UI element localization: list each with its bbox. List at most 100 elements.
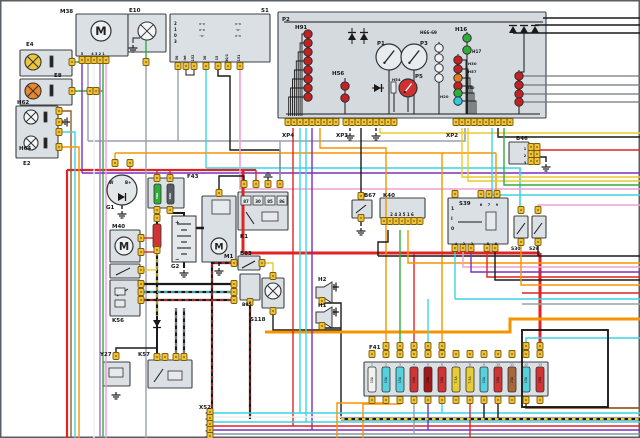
component-label: 1 <box>524 147 527 151</box>
component-label: 30/1 <box>225 54 229 62</box>
connector-pin-dot <box>345 121 347 123</box>
component-label: K1 <box>240 234 248 240</box>
component-label: K56 <box>112 318 124 324</box>
connector-pin-dot <box>536 153 538 155</box>
connector-pin-dot <box>385 353 387 355</box>
connector-pin-dot <box>239 65 241 67</box>
connector-pin-dot <box>371 399 373 401</box>
connector-pin-dot <box>485 121 487 123</box>
connector-pin-dot <box>140 251 142 253</box>
wire <box>462 59 467 114</box>
component-label: 2 4 3 5 1 6 <box>390 212 414 217</box>
connector-pin-dot <box>140 291 142 293</box>
component-label: 3 <box>524 161 527 165</box>
connector-pin-dot <box>494 247 496 249</box>
diode-triangle <box>374 84 381 92</box>
connector-pin-dot <box>530 153 532 155</box>
wire <box>218 175 245 196</box>
connector-pin-dot <box>299 121 301 123</box>
connector-pin-dot <box>389 220 391 222</box>
connector-pin-dot <box>395 220 397 222</box>
gauge-pivot <box>383 61 386 65</box>
connector-pin-dot <box>87 59 89 61</box>
component-label: K57 <box>138 352 150 358</box>
connector-pin-dot <box>488 193 490 195</box>
ground-icon <box>117 211 127 219</box>
component-label: K40 <box>383 193 395 199</box>
component-label: XP3 <box>336 133 348 139</box>
component-label: P3 <box>420 41 428 47</box>
wire <box>486 250 640 278</box>
component-label: 1 <box>174 27 177 32</box>
connector-pin-dot <box>375 121 377 123</box>
fuse-number: 13 <box>538 363 542 367</box>
connector-pin-dot <box>272 310 274 312</box>
component-label: E4 <box>26 42 34 48</box>
fuse-amp-label: 10A <box>412 376 416 383</box>
gauge-needle <box>383 50 395 64</box>
wire <box>407 230 640 264</box>
connector-pin-dot <box>536 146 538 148</box>
wire <box>494 250 640 281</box>
connector-pin-dot <box>227 65 229 67</box>
gauge-needle <box>404 83 413 93</box>
component-label: 152 <box>191 55 195 62</box>
fuse-amp-label: 15A <box>524 376 528 383</box>
indicator-lamp-icon <box>453 96 463 106</box>
component-detail <box>264 195 276 206</box>
connector-pin-dot <box>496 193 498 195</box>
indicator-lamp-icon <box>453 88 463 98</box>
component-label: W <box>109 180 114 185</box>
connector-pin-dot <box>455 399 457 401</box>
wire <box>239 70 640 190</box>
connector-pin-dot <box>419 220 421 222</box>
connector-pin-dot <box>511 353 513 355</box>
connector-pin-dot <box>233 262 235 264</box>
ground-icon <box>179 270 189 278</box>
indicator-lamp-icon <box>514 80 524 90</box>
generator-symbol <box>106 174 138 206</box>
indicator-lamp-icon <box>434 43 444 53</box>
connector-pin-dot <box>233 299 235 301</box>
component-label: 3 <box>174 39 177 44</box>
connector-pin-dot <box>473 121 475 123</box>
diode-triangle <box>531 26 539 33</box>
connector-pin-dot <box>491 121 493 123</box>
connector-pin-dot <box>267 183 269 185</box>
ground-icon <box>62 117 70 127</box>
diode-icon <box>348 31 356 40</box>
component-label: 2 <box>174 21 177 26</box>
indicator-lamp-icon <box>434 73 444 83</box>
diode-icon <box>118 193 127 201</box>
ground-icon <box>371 133 381 141</box>
fuse-number: 11 <box>510 363 514 367</box>
connector-pin-dot <box>497 121 499 123</box>
wire <box>115 347 157 354</box>
gauge-needle <box>408 50 420 64</box>
fuse-amp-label: 25A <box>426 376 430 383</box>
fuse-amp-label: 10A <box>440 376 444 383</box>
connector-pin-dot <box>509 121 511 123</box>
connector-pin-dot <box>427 345 429 347</box>
fuse-f41 <box>367 366 377 393</box>
connector-pin-dot <box>58 146 60 148</box>
component-label: Int <box>183 55 187 60</box>
lamp-cross <box>25 111 37 123</box>
connector-pin-dot <box>503 121 505 123</box>
connector-pin-dot <box>530 160 532 162</box>
diode-icon <box>153 320 161 329</box>
gauge-pivot <box>403 90 407 94</box>
indicator-lamp-icon <box>514 89 524 99</box>
connector-pin-dot <box>530 146 532 148</box>
component-detail <box>49 84 54 97</box>
component-label: 2 <box>463 242 466 246</box>
fuse-number: 4 <box>413 363 415 367</box>
connector-pin-dot <box>486 247 488 249</box>
lamp-cross <box>140 24 154 38</box>
connector-pin-dot <box>454 247 456 249</box>
diode-triangle <box>348 33 356 40</box>
connector-pin-dot <box>385 399 387 401</box>
connector-pin-dot <box>470 247 472 249</box>
component-label: x-x <box>199 28 206 32</box>
fuse-number: 7 <box>455 363 457 367</box>
